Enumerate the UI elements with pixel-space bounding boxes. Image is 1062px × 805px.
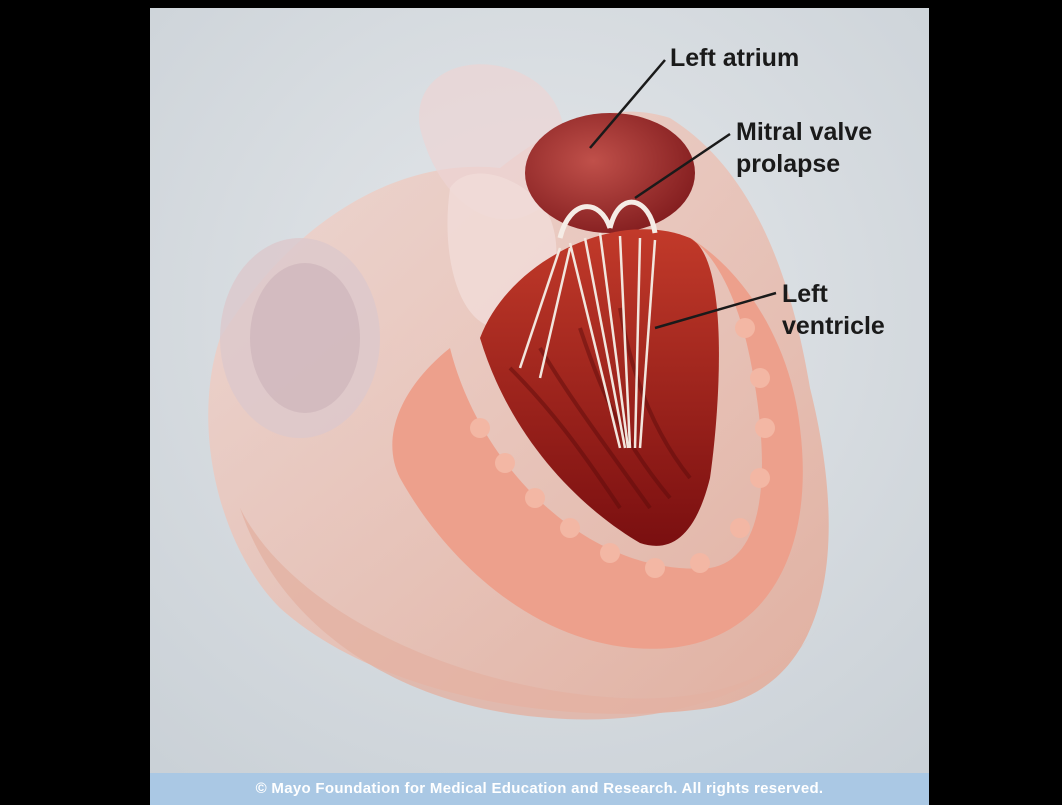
label-left-ventricle: Left ventricle	[782, 278, 885, 342]
label-mitral-valve-prolapse: Mitral valve prolapse	[736, 116, 872, 180]
diagram-panel: Left atrium Mitral valve prolapse Left v…	[150, 8, 929, 805]
copyright-notice: © Mayo Foundation for Medical Education …	[150, 773, 929, 805]
label-ventricle-line2: ventricle	[782, 310, 885, 342]
label-ventricle-line1: Left	[782, 278, 885, 310]
label-mitral-line1: Mitral valve	[736, 116, 872, 148]
label-mitral-line2: prolapse	[736, 148, 872, 180]
label-left-atrium: Left atrium	[670, 42, 799, 74]
left-atrium	[525, 113, 695, 233]
